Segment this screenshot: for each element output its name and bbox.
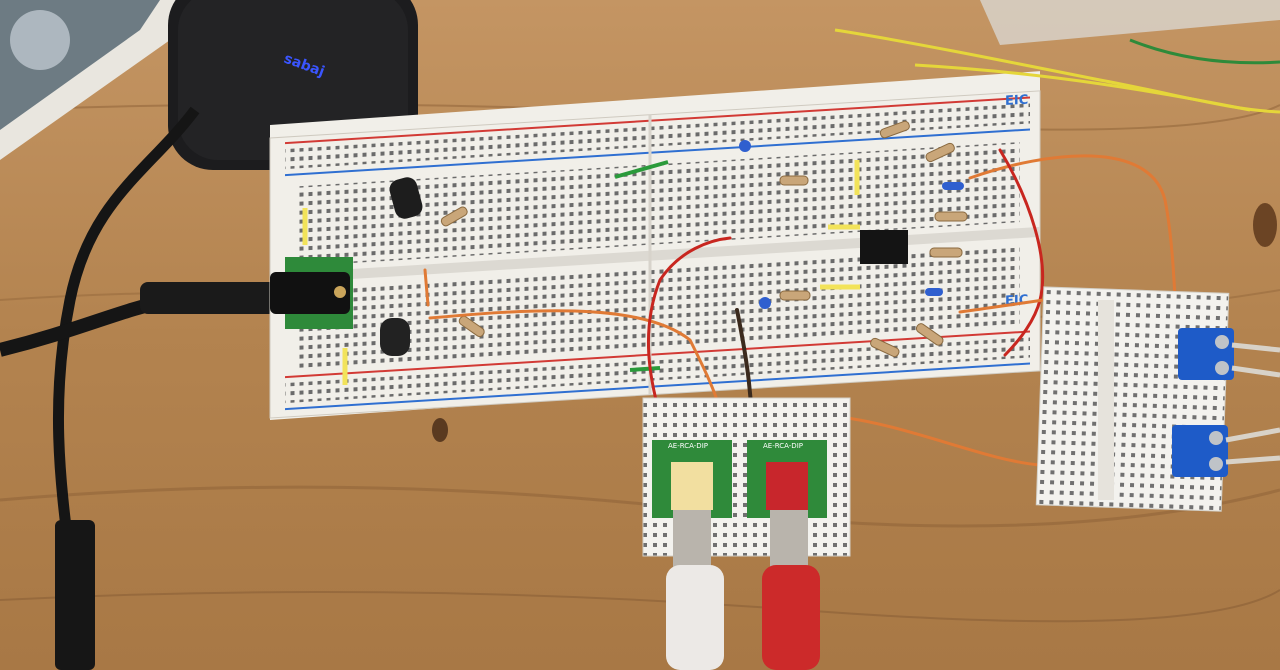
cables xyxy=(0,106,280,670)
electrolytic-capacitor-2 xyxy=(380,318,410,356)
resistor xyxy=(458,315,485,338)
components xyxy=(270,120,968,385)
ceramic-capacitor xyxy=(739,140,751,152)
resistor xyxy=(925,142,955,163)
rca-breadboard: AE-RCA-DIP AE-RCA-DIP xyxy=(642,397,851,557)
rca-plugs xyxy=(666,510,820,670)
resistor-blue xyxy=(942,182,964,190)
breadboard-brand: EIC xyxy=(1005,93,1028,109)
rca-board-2-label: AE-RCA-DIP xyxy=(763,442,803,450)
book-corner xyxy=(0,0,190,160)
rca-plug-white xyxy=(666,565,724,670)
op-amp-ic xyxy=(860,230,908,264)
main-breadboard: EIC EIC xyxy=(269,71,1041,420)
right-breadboard xyxy=(1035,286,1280,512)
rca-plug-red xyxy=(762,565,820,670)
resistor xyxy=(779,290,811,301)
rca-jack-yellow xyxy=(671,462,713,510)
electrolytic-capacitor xyxy=(389,177,423,219)
resistor xyxy=(779,175,809,186)
resistor-blue-2 xyxy=(925,288,943,296)
ceramic-capacitor-2 xyxy=(759,297,771,309)
resistor xyxy=(915,323,944,346)
rca-board-1-label: AE-RCA-DIP xyxy=(668,442,708,450)
top-right-wires xyxy=(834,0,1280,114)
rca-jack-red xyxy=(766,462,808,510)
resistor xyxy=(870,337,900,358)
resistor xyxy=(440,206,468,227)
resistor xyxy=(934,211,968,222)
resistor xyxy=(929,247,963,258)
resistor xyxy=(879,120,910,139)
